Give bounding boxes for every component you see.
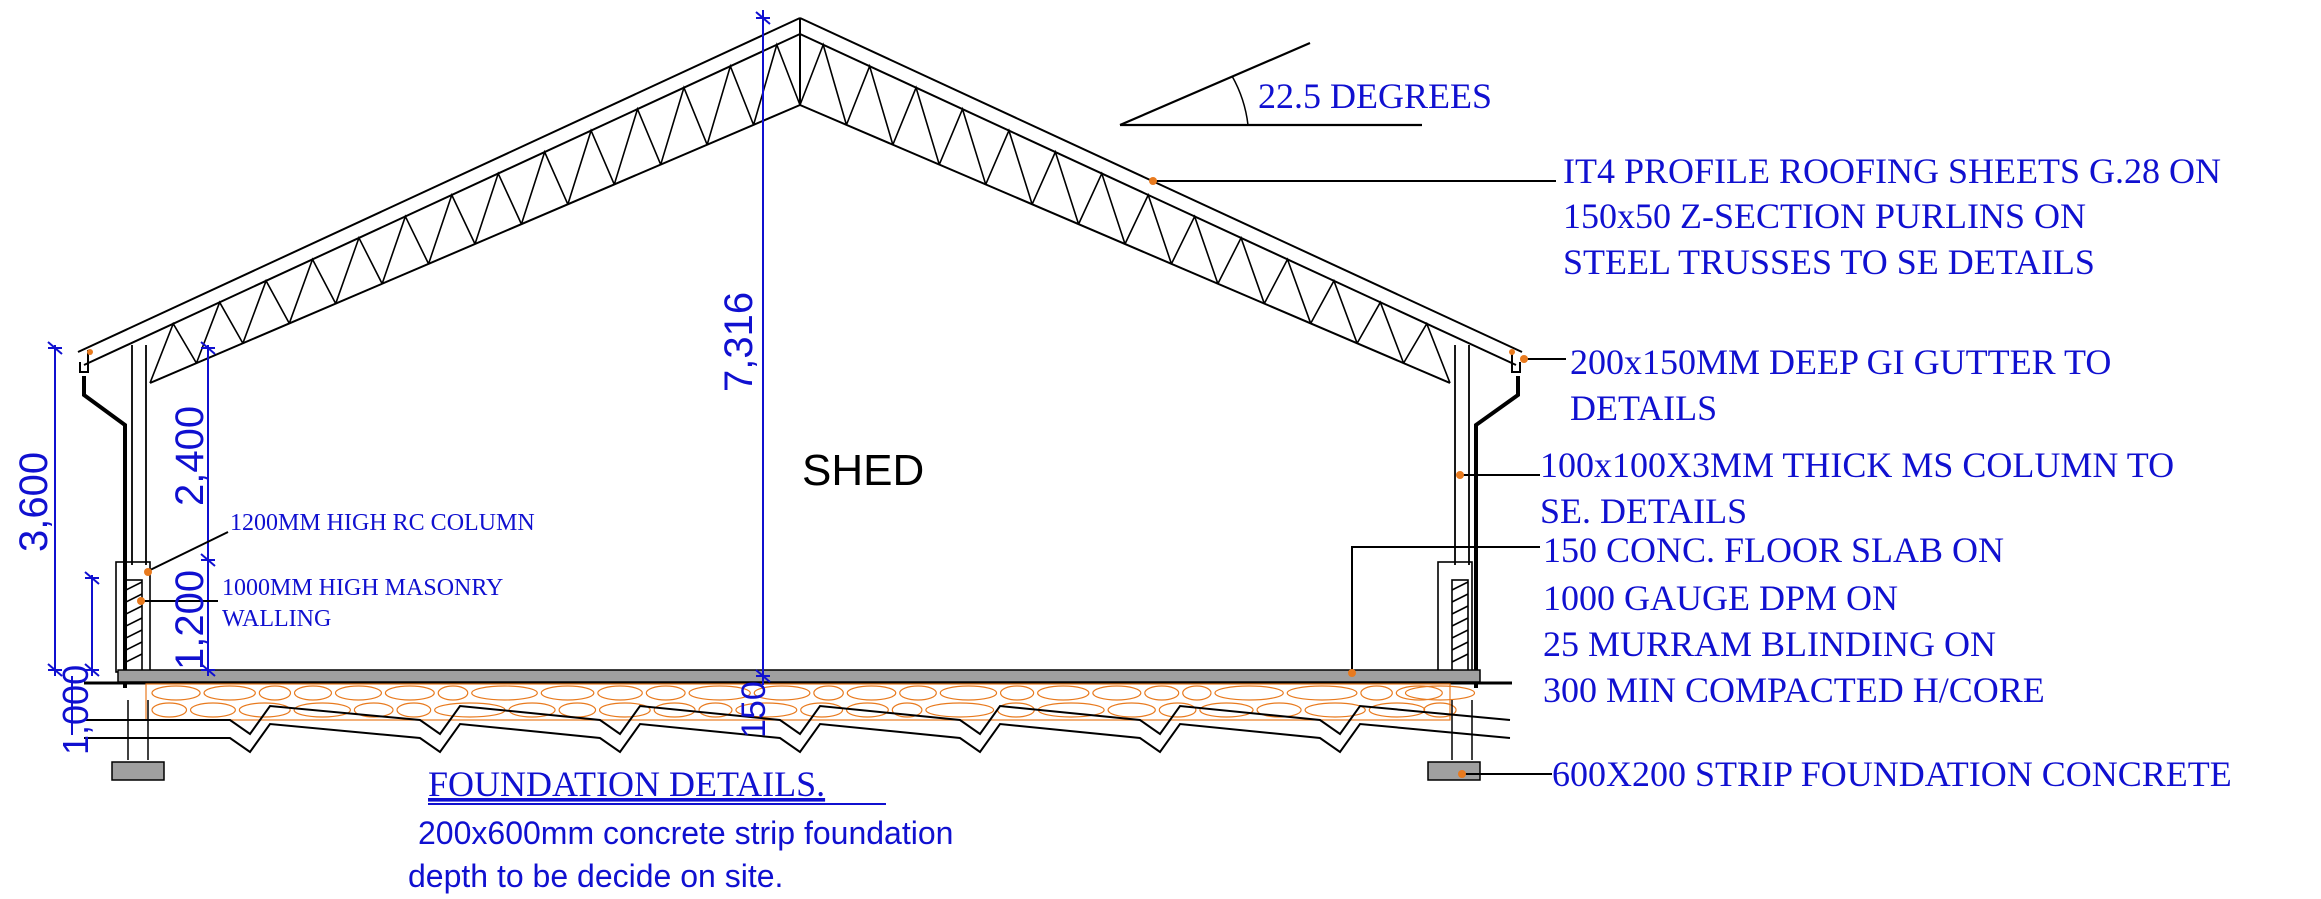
- note-masonry-1: 1000MM HIGH MASONRY: [222, 575, 503, 601]
- steel-columns: [131, 345, 1470, 565]
- gutter-dot-right: [1509, 349, 1515, 355]
- foundation-details-title: FOUNDATION DETAILS.: [428, 764, 825, 804]
- note-floor-1: 150 CONC. FLOOR SLAB ON: [1543, 530, 2004, 570]
- gutter-dot-left: [87, 349, 93, 355]
- note-floor-4: 300 MIN COMPACTED H/CORE: [1543, 670, 2045, 710]
- dim-wall-height: 1,000: [55, 665, 96, 755]
- note-column-1: 100x100X3MM THICK MS COLUMN TO: [1540, 445, 2174, 485]
- dim-ridge-height: 7,316: [717, 292, 761, 392]
- dim-rc-column: 1,200: [168, 570, 212, 670]
- foundation-details-line-2: depth to be decide on site.: [408, 858, 783, 894]
- dim-eaves-height: 3,600: [12, 452, 56, 552]
- leader-dots: [137, 177, 1528, 778]
- note-gutter-2: DETAILS: [1570, 388, 1717, 428]
- leader-lines: [141, 180, 1566, 775]
- note-foundation: 600X200 STRIP FOUNDATION CONCRETE: [1552, 754, 2232, 794]
- break-lines: [84, 704, 1511, 754]
- dim-slab: 150: [735, 681, 773, 738]
- note-floor-3: 25 MURRAM BLINDING ON: [1543, 624, 1996, 664]
- space-label: SHED: [802, 446, 924, 495]
- roof-truss: [77, 17, 1523, 384]
- downpipes: [82, 376, 1520, 688]
- note-gutter-1: 200x150MM DEEP GI GUTTER TO: [1570, 342, 2111, 382]
- note-masonry-2: WALLING: [222, 606, 331, 632]
- note-roof-1: IT4 PROFILE ROOFING SHEETS G.28 ON: [1563, 151, 2221, 191]
- floor-slab: [117, 669, 1481, 683]
- note-column-2: SE. DETAILS: [1540, 491, 1747, 531]
- gutter-left: [79, 350, 89, 373]
- strip-foundations: [111, 700, 1481, 781]
- note-roof-2: 150x50 Z-SECTION PURLINS ON: [1563, 196, 2086, 236]
- note-floor-2: 1000 GAUGE DPM ON: [1543, 578, 1898, 618]
- dimension-lines: [47, 10, 771, 735]
- note-roof-3: STEEL TRUSSES TO SE DETAILS: [1563, 242, 2095, 282]
- gutter-right: [1511, 350, 1521, 373]
- note-rc-column: 1200MM HIGH RC COLUMN: [230, 510, 535, 536]
- dim-column-height: 2,400: [168, 406, 212, 506]
- foundation-details-line-1: 200x600mm concrete strip foundation: [418, 815, 953, 851]
- pitch-indicator: [1119, 41, 1422, 127]
- roof-pitch-label: 22.5 DEGREES: [1258, 76, 1492, 116]
